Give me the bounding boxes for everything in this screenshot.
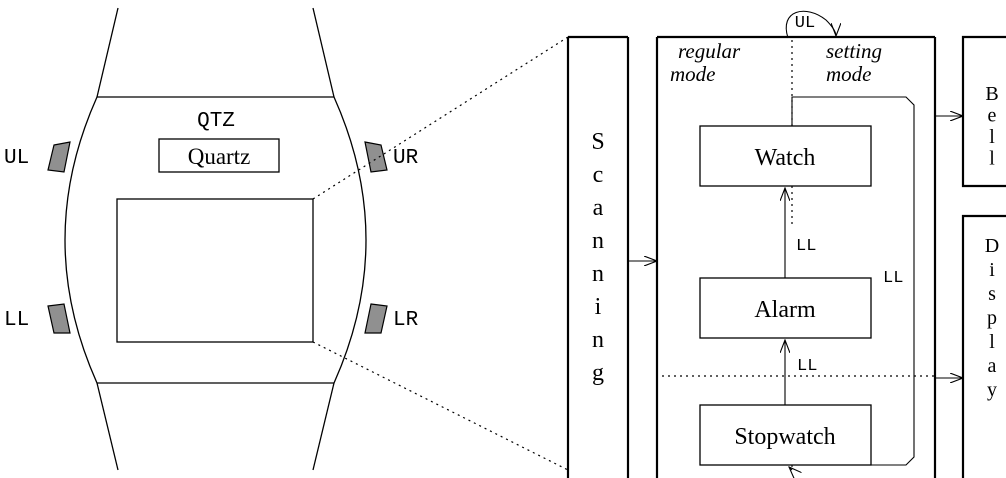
model-label-box: [158, 138, 280, 173]
watch-screen: [116, 198, 314, 343]
zoom-line-top: [312, 36, 569, 200]
display-letter: s: [988, 283, 996, 305]
bell-box: [961, 35, 1006, 188]
scanning-letter: n: [592, 261, 604, 287]
bottom-strap-right-edge: [312, 382, 335, 471]
state-watch: [699, 125, 872, 187]
bell-letter: e: [988, 105, 997, 127]
display-letter: a: [988, 355, 997, 377]
model-label: Quartz: [188, 144, 251, 169]
scanning-letter: g: [592, 360, 604, 386]
alarm-to-watch-label: LL: [796, 237, 816, 256]
scanning-letter: c: [593, 162, 604, 188]
regular-mode-label-line2: mode: [670, 62, 716, 86]
state-stopwatch-label: Stopwatch: [734, 424, 835, 450]
zoom-line-bottom: [312, 341, 569, 471]
top-strap-left-edge: [96, 7, 119, 98]
button-label-ul: UL: [4, 147, 29, 170]
bottom-strap-left-edge: [96, 382, 119, 471]
watch-loop-label: LL: [883, 269, 903, 288]
ul-loop-label: UL: [795, 14, 815, 33]
scanning-letter: n: [592, 327, 604, 353]
setting-mode-label-line2: mode: [826, 62, 872, 86]
scanning-letter: S: [591, 129, 604, 155]
display-box: [961, 214, 1006, 478]
state-alarm-label: Alarm: [754, 297, 816, 323]
button-label-ll: LL: [4, 309, 29, 332]
button-ll[interactable]: [47, 303, 71, 334]
button-label-ur: UR: [393, 147, 419, 170]
display-letter: y: [987, 379, 997, 401]
scanning-letter: n: [592, 228, 604, 254]
button-label-lr: LR: [393, 309, 419, 332]
watch-loop-arrowhead: [789, 467, 792, 470]
watch-illustration: QTZ Quartz UL LL UR LR: [4, 7, 419, 471]
regular-mode-label-line1: regular: [678, 39, 741, 63]
display-letter: i: [989, 259, 995, 281]
scanning-letter: i: [595, 294, 602, 320]
button-ur[interactable]: [364, 141, 388, 173]
bell-letter: l: [989, 148, 995, 170]
stopwatch-to-alarm-label: LL: [797, 357, 817, 376]
watch-case: [64, 96, 367, 384]
watch-loop-path: [791, 96, 915, 467]
ul-loop-arrow: [785, 10, 836, 39]
setting-mode-label-line1: setting: [826, 39, 882, 63]
brand-label: QTZ: [197, 110, 235, 133]
top-strap-right-edge: [312, 7, 335, 98]
display-letter: p: [987, 307, 997, 329]
state-watch-label: Watch: [755, 145, 816, 171]
scanning-letter: a: [593, 195, 604, 221]
mode-statechart: UL regular mode setting mode Watch Alarm…: [655, 10, 937, 478]
button-lr[interactable]: [364, 303, 388, 334]
button-ul[interactable]: [47, 141, 71, 173]
display-letter: D: [985, 235, 999, 257]
bell-letter: B: [985, 83, 998, 105]
display-letter: l: [989, 331, 995, 353]
bell-letter: l: [989, 126, 995, 148]
